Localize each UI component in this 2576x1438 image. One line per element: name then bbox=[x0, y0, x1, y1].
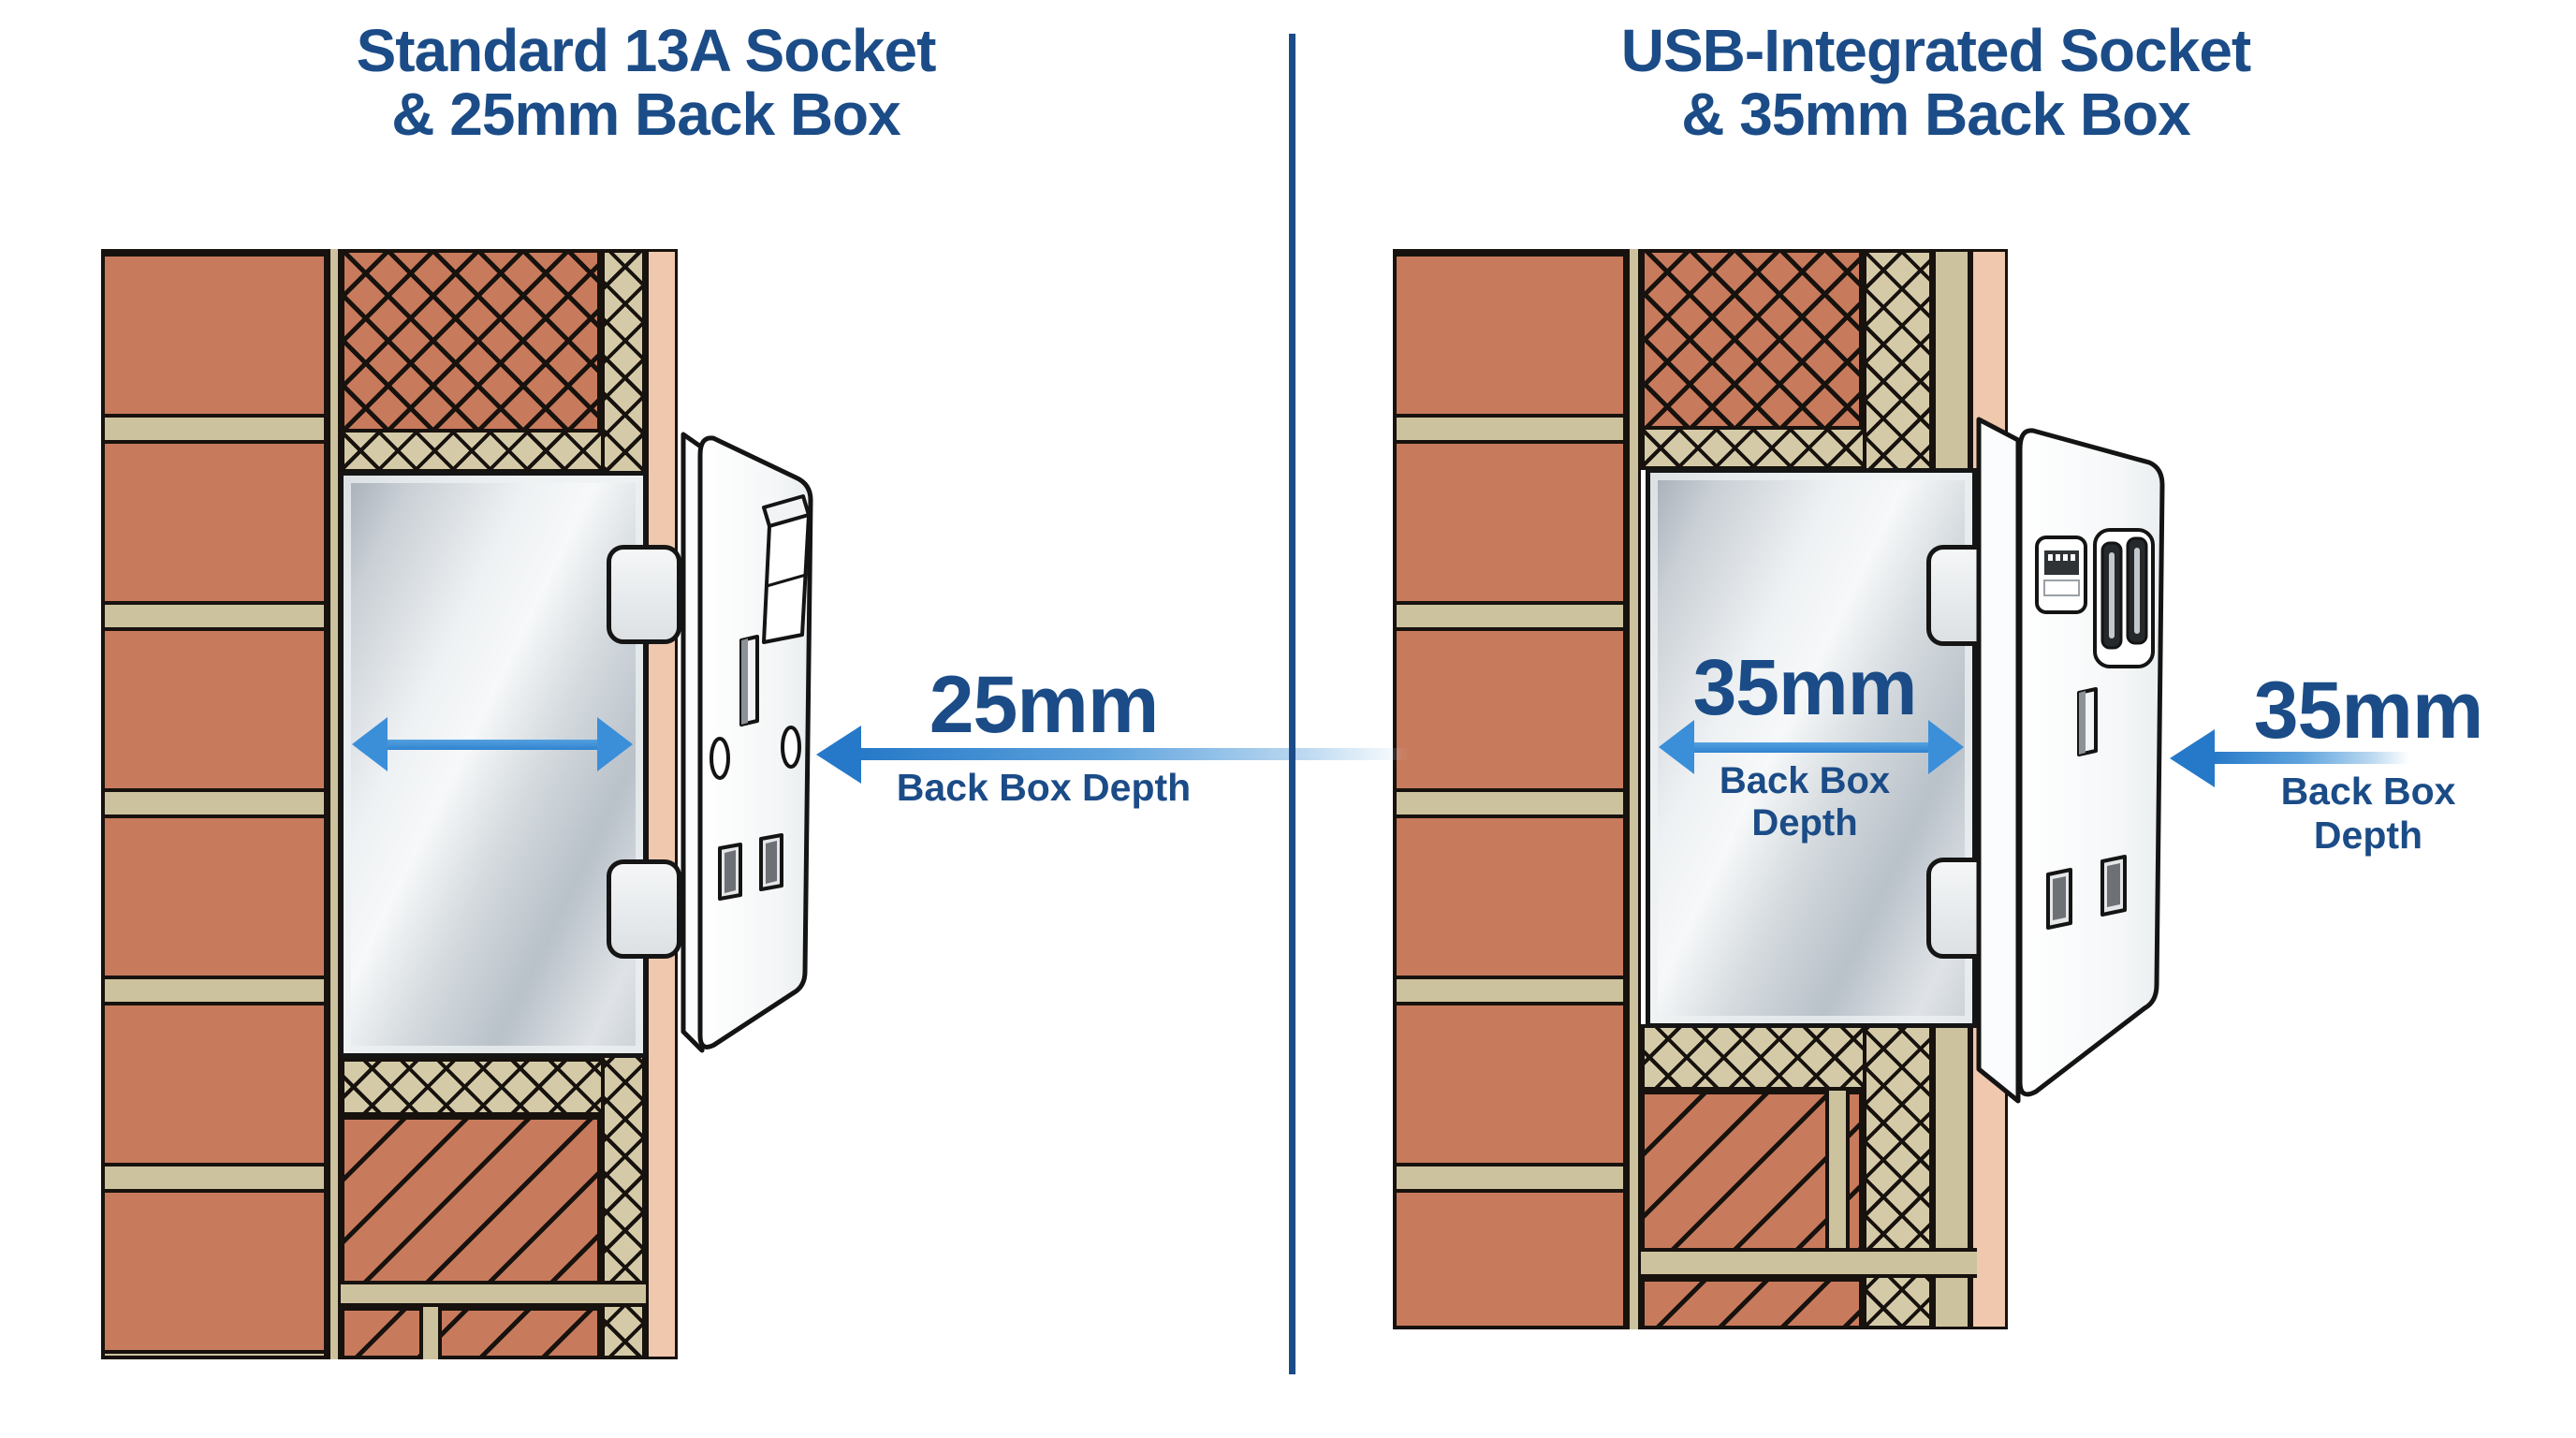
pin-slot-left bbox=[2046, 868, 2072, 930]
usb-a-port bbox=[2035, 536, 2087, 614]
arrow-shaft bbox=[1689, 742, 1934, 753]
pin-slot-left bbox=[718, 843, 742, 901]
usb-c-ports bbox=[2093, 528, 2155, 668]
hatched-brick-bottom-row2 bbox=[1641, 1278, 1863, 1329]
pin-slot-right bbox=[759, 833, 783, 891]
mortar-band bbox=[1641, 1248, 1977, 1278]
arrow-shaft bbox=[2213, 752, 2409, 764]
rocker-switch bbox=[762, 494, 811, 644]
arrow-shaft bbox=[380, 740, 605, 750]
left-panel-title: Standard 13A Socket & 25mm Back Box bbox=[131, 19, 1161, 146]
back-box-25mm bbox=[339, 471, 648, 1058]
mounting-lug-top bbox=[607, 545, 681, 644]
screw-hole-left bbox=[710, 737, 730, 780]
arrow-head-left bbox=[352, 717, 388, 771]
brick-column bbox=[1393, 249, 1627, 1329]
left-title-line1: Standard 13A Socket bbox=[356, 17, 937, 84]
inner-depth-value: 35mm bbox=[1692, 643, 1918, 731]
insulation-band-above-box bbox=[341, 429, 646, 473]
arrow-head bbox=[816, 726, 861, 784]
right-panel-title: USB-Integrated Socket & 35mm Back Box bbox=[1421, 19, 2451, 146]
brick-vertical-joint bbox=[1825, 1091, 1850, 1252]
screw-hole-right bbox=[781, 726, 801, 769]
arrow-head bbox=[2170, 729, 2215, 787]
hatched-brick-top bbox=[1641, 249, 1863, 430]
brick-column bbox=[101, 249, 328, 1359]
hatched-brick-bottom bbox=[341, 1116, 601, 1284]
panel-divider bbox=[1289, 34, 1295, 1374]
left-depth-value: 25mm bbox=[929, 660, 1160, 750]
faceplate-side-edge bbox=[681, 432, 705, 1053]
right-depth-value: 35mm bbox=[2253, 666, 2484, 756]
faceplate-side-edge bbox=[1976, 417, 2021, 1104]
earth-pin-slot bbox=[2077, 687, 2098, 756]
arrow-head-left bbox=[1659, 720, 1694, 774]
earth-pin-slot bbox=[739, 635, 759, 726]
right-title-line2: & 35mm Back Box bbox=[1681, 81, 2190, 148]
insulation-band-below-box bbox=[341, 1058, 646, 1116]
arrow-head-right bbox=[597, 717, 633, 771]
inner-depth-caption: Back Box Depth bbox=[1719, 760, 1891, 844]
left-title-line2: & 25mm Back Box bbox=[391, 81, 900, 148]
pin-slot-right bbox=[2100, 855, 2127, 917]
hatched-brick-bottom-row2 bbox=[341, 1307, 601, 1359]
arrow-shaft bbox=[859, 748, 1410, 760]
left-depth-caption: Back Box Depth bbox=[896, 766, 1192, 809]
brick-vertical-joint bbox=[419, 1307, 442, 1359]
right-depth-caption: Back Box Depth bbox=[2280, 770, 2456, 857]
arrow-head-right bbox=[1928, 720, 1964, 774]
hatched-brick-top bbox=[341, 249, 601, 433]
mounting-lug-bottom bbox=[607, 859, 681, 959]
mortar-joint bbox=[1627, 249, 1641, 1329]
usb-socket-faceplate bbox=[1976, 417, 2165, 1104]
right-title-line1: USB-Integrated Socket bbox=[1620, 17, 2251, 84]
standard-socket-faceplate bbox=[681, 432, 813, 1053]
mortar-band bbox=[341, 1281, 646, 1307]
